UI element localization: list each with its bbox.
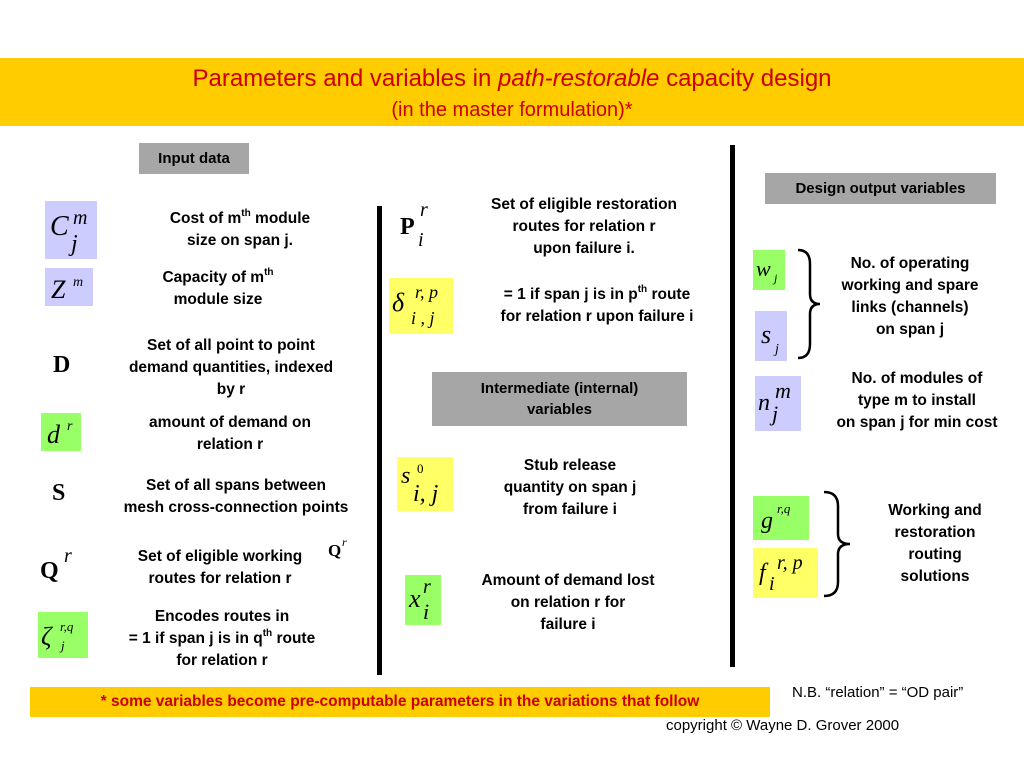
svg-text:r, p: r, p <box>415 282 438 302</box>
f-symbol-box: f r, p i <box>753 548 818 598</box>
svg-text:j: j <box>769 401 778 426</box>
ws-description: No. of operating working and spare links… <box>841 255 979 338</box>
s-description: Set of all spans between mesh cross-conn… <box>123 477 349 516</box>
q-r-small-symbol: Q r <box>328 535 347 560</box>
svg-text:s: s <box>761 320 771 349</box>
s-j-symbol: s j <box>761 320 779 357</box>
svg-text:0: 0 <box>417 461 424 476</box>
svg-text:x: x <box>408 584 421 613</box>
svg-text:C: C <box>50 211 69 242</box>
q-r-symbol: Q r <box>40 545 72 584</box>
svg-text:Q: Q <box>328 541 341 560</box>
svg-text:j: j <box>773 342 779 357</box>
svg-text:Z: Z <box>51 275 66 304</box>
s0-description: Stub release quantity on span j from fai… <box>503 457 637 518</box>
gf-description: Working and restoration routing solution… <box>888 502 982 585</box>
w-j-symbol: w j <box>756 256 778 285</box>
intermediate-header-line2: variables <box>526 401 593 418</box>
svg-text:m: m <box>775 378 791 403</box>
nb-note: N.B. “relation” = “OD pair” <box>792 684 964 701</box>
svg-text:m: m <box>73 275 83 290</box>
gf-brace-icon <box>823 490 851 598</box>
delta-symbol-box: δ r, p i , j <box>389 278 453 334</box>
f-irp-symbol: f r, p i <box>759 552 803 595</box>
n-symbol-box: n m j <box>755 376 801 431</box>
dr-description: amount of demand on relation r <box>149 414 311 453</box>
svg-text:j: j <box>68 231 78 257</box>
svg-text:m: m <box>73 207 87 229</box>
z-m-symbol: Z m <box>51 275 83 304</box>
left-divider <box>377 206 382 675</box>
svg-text:i: i <box>769 573 775 595</box>
d-description: Set of all point to point demand quantit… <box>128 337 334 398</box>
svg-text:ζ: ζ <box>41 622 53 651</box>
svg-text:r: r <box>420 199 428 221</box>
svg-text:g: g <box>761 508 773 534</box>
svg-text:r, p: r, p <box>777 552 803 574</box>
svg-text:i, j: i, j <box>413 481 439 507</box>
zeta-description: Encodes routes in = 1 if span j is in qt… <box>128 608 316 669</box>
q-description: Set of eligible working routes for relat… <box>137 548 303 587</box>
svg-text:f: f <box>759 560 769 586</box>
svg-text:r: r <box>67 419 73 434</box>
s0-ij-symbol: s 0 i, j <box>401 461 439 507</box>
svg-text:i , j: i , j <box>411 308 435 328</box>
svg-text:δ: δ <box>392 288 405 317</box>
design-output-header: Design output variables <box>765 173 996 204</box>
svg-text:d: d <box>47 420 61 449</box>
zeta-symbol-box: ζ r,q j <box>38 612 88 658</box>
svg-text:r: r <box>342 535 347 549</box>
svg-text:i: i <box>423 599 429 624</box>
footnote-banner: * some variables become pre-computable p… <box>30 687 770 717</box>
intermediate-header-line1: Intermediate (internal) <box>480 380 639 397</box>
n-description: No. of modules of type m to install on s… <box>836 370 998 431</box>
svg-text:w: w <box>756 256 771 281</box>
intermediate-header: Intermediate (internal) variables <box>432 372 687 426</box>
page-title: Parameters and variables in path-restora… <box>192 65 832 92</box>
svg-text:r,q: r,q <box>777 501 791 516</box>
d-set-symbol: D <box>53 352 71 378</box>
title-banner <box>0 58 1024 126</box>
z-description: Capacity of mth module size <box>162 266 274 308</box>
g-rq-symbol: g r,q <box>761 501 791 534</box>
p-ir-symbol: P r i <box>400 199 428 251</box>
c-symbol-box: C m j <box>45 201 97 259</box>
svg-text:Q: Q <box>40 558 59 584</box>
delta-description: = 1 if span j is in pth route for relati… <box>500 283 694 325</box>
s-set-symbol: S <box>52 480 66 506</box>
x-description: Amount of demand lost on relation r for … <box>481 572 655 633</box>
svg-text:r,q: r,q <box>60 619 74 634</box>
zeta-jrq-symbol: ζ r,q j <box>41 619 74 653</box>
s0-symbol-box: s 0 i, j <box>397 457 453 511</box>
c-jm-symbol: C m j <box>50 207 87 257</box>
g-symbol-box: g r,q <box>753 496 809 540</box>
svg-text:j: j <box>772 271 778 285</box>
x-ir-symbol: x r i <box>408 576 431 624</box>
n-jm-symbol: n m j <box>758 378 791 426</box>
svg-text:i: i <box>418 229 424 251</box>
svg-text:j: j <box>59 638 65 653</box>
w-symbol-box: w j <box>753 250 785 290</box>
p-description: Set of eligible restoration routes for r… <box>490 196 678 257</box>
right-divider <box>730 145 735 667</box>
s-symbol-box: s j <box>755 311 787 361</box>
ws-brace-icon <box>797 248 821 360</box>
copyright-text: copyright © Wayne D. Grover 2000 <box>666 717 900 734</box>
d-r-symbol: d r <box>47 419 73 449</box>
dr-symbol-box: d r <box>41 413 81 451</box>
page-subtitle: (in the master formulation)* <box>391 99 633 121</box>
z-symbol-box: Z m <box>45 268 93 306</box>
svg-text:r: r <box>423 576 431 598</box>
c-description: Cost of mth module size on span j. <box>169 207 311 249</box>
svg-text:n: n <box>758 390 770 416</box>
x-symbol-box: x r i <box>405 575 441 625</box>
svg-text:s: s <box>401 463 410 489</box>
svg-text:r: r <box>64 545 72 567</box>
input-data-header: Input data <box>139 143 249 174</box>
svg-text:P: P <box>400 214 415 240</box>
delta-ijrp-symbol: δ r, p i , j <box>392 282 438 328</box>
